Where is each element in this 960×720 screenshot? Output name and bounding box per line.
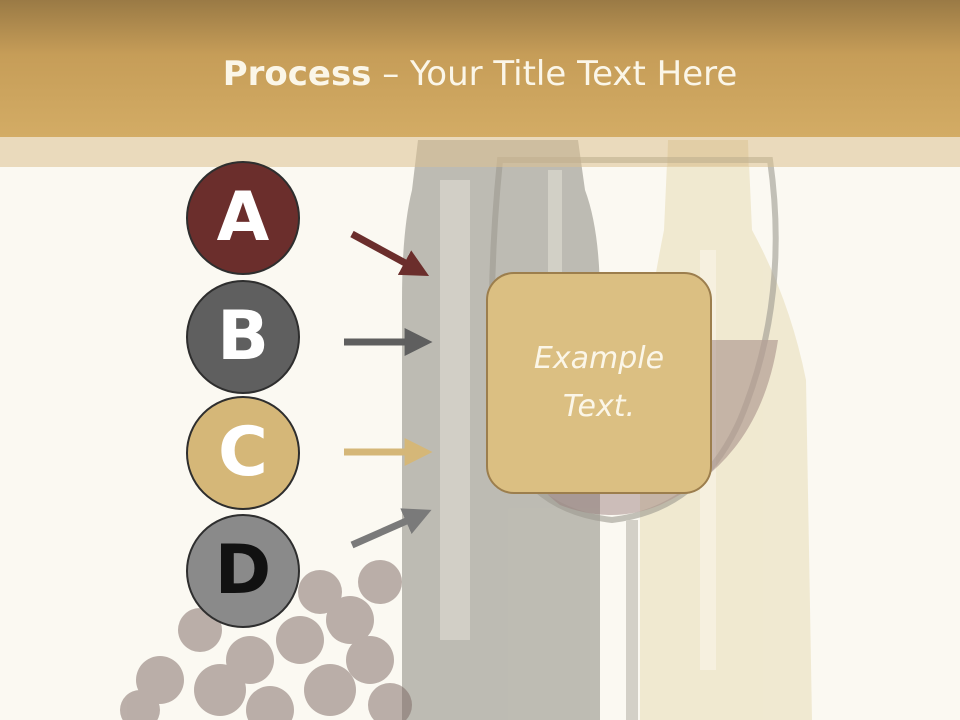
step-b-letter: B — [217, 297, 269, 376]
title-bar — [0, 0, 960, 137]
example-text-label: Example Text. — [533, 341, 665, 424]
slide-title: Process – Your Title Text Here — [0, 52, 960, 96]
step-c-circle: C — [186, 396, 300, 510]
title-underband — [0, 137, 960, 167]
step-c-letter: C — [218, 413, 268, 492]
arrow-d — [350, 508, 432, 549]
step-a-letter: A — [216, 178, 270, 257]
step-d-circle: D — [186, 514, 300, 628]
title-rest-part: – Your Title Text Here — [371, 54, 738, 94]
step-b-circle: B — [186, 280, 300, 394]
step-d-letter: D — [214, 531, 272, 610]
step-a-circle: A — [186, 161, 300, 275]
arrow-a — [350, 230, 430, 277]
example-text-box: Example Text. — [486, 272, 712, 494]
title-bold-part: Process — [222, 54, 372, 94]
grapes-shape — [120, 560, 412, 720]
